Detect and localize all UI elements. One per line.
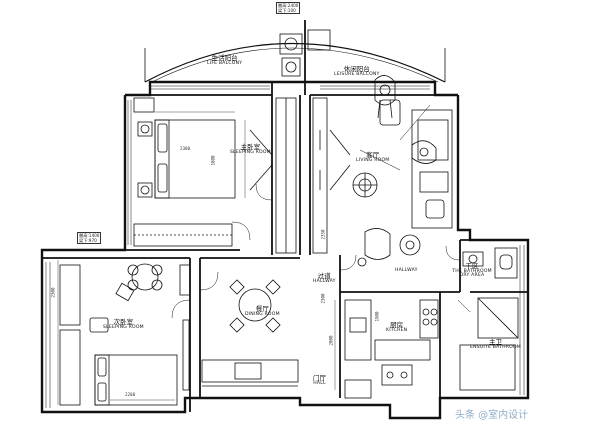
door-swings	[171, 183, 461, 319]
room-label-ensuite-bathroom: 主卫 ENSUITE BATHROOM	[470, 338, 521, 350]
balcony-fixtures	[279, 29, 331, 77]
dim-left-a: 2300	[50, 287, 56, 298]
bathroom-fixtures	[457, 247, 519, 391]
room-label-hallway: 过道 HALLWAY	[313, 272, 336, 284]
room-label-dining-room: 餐厅 DINING ROOM	[245, 305, 280, 317]
dim-master-height: 1800	[210, 155, 216, 166]
exterior-walls	[40, 80, 530, 420]
dim-master-width: 2300	[180, 146, 191, 151]
dining-table	[201, 279, 299, 387]
room-label-master-bedroom: 主卧室 SLEEPING ROOM	[230, 143, 271, 155]
room-label-living-room: 客厅 LIVING ROOM	[356, 151, 390, 163]
dimension-lines	[57, 111, 336, 405]
dim-kitchen-a: 2000	[328, 335, 334, 346]
dim-second-bed: 2200	[125, 392, 136, 397]
wardrobes	[249, 97, 351, 254]
dim-living-a: 2350	[320, 229, 326, 240]
room-label-kitchen: 厨房 KITCHEN	[386, 321, 408, 333]
kitchen-fixtures	[344, 299, 439, 399]
interior-walls	[42, 20, 528, 412]
second-bedroom-furniture	[59, 263, 191, 406]
room-label-hall: 门厅 HALL	[313, 374, 326, 386]
dim-kitchen-b: 1900	[374, 311, 380, 322]
room-label-bathroom-dry: 干区 THE BATHROOM DRY AREA	[452, 262, 492, 279]
room-label-hallway-top: HALLWAY	[395, 268, 418, 273]
dim-hall-a: 2300	[320, 293, 326, 304]
balcony-arc	[144, 43, 446, 83]
room-label-life-balcony: 生活阳台 LIFE BALCONY	[207, 54, 243, 66]
master-bed	[133, 97, 251, 247]
left-note: 層高:1400 梁下:970	[77, 232, 102, 244]
room-label-leisure-balcony: 休闲阳台 LEISURE BALCONY	[334, 65, 380, 77]
living-room-furniture	[352, 75, 453, 229]
watermark: 头条 @室内设计	[455, 410, 529, 421]
room-label-second-bedroom: 次卧室 SLEEPING ROOM	[103, 318, 144, 330]
hallway-chair	[357, 228, 421, 267]
top-note: 層高:2400 梁下:100	[276, 2, 301, 14]
